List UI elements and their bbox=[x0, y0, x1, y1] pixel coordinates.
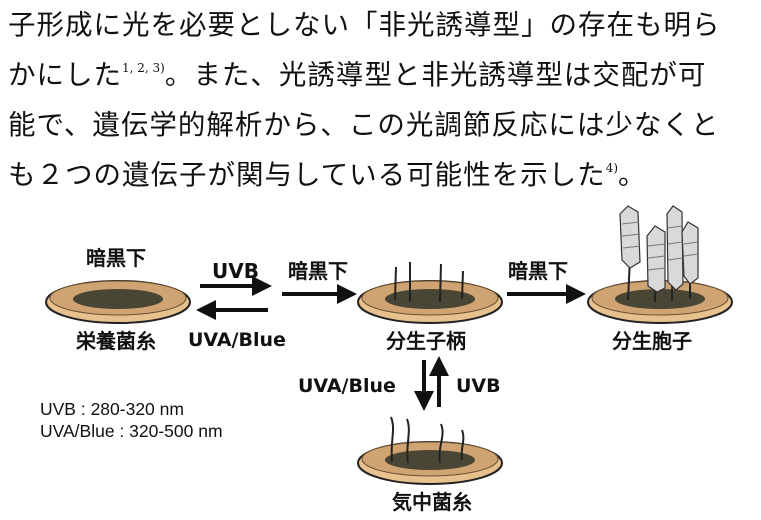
uvb-label-forward: UVB bbox=[212, 259, 259, 283]
paragraph-line-3: 能で、遺伝学的解析から、この光調節反応には少なくと bbox=[8, 109, 720, 141]
uva-blue-label-vertical: UVA/Blue bbox=[298, 375, 396, 397]
legend-uvb-range: UVB : 280-320 nm bbox=[40, 399, 184, 419]
petri-dish-conidiophores bbox=[357, 262, 503, 324]
reference-superscript-1-3: 1, 2, 3) bbox=[122, 61, 165, 75]
label-conidia: 分生胞子 bbox=[612, 329, 692, 353]
line4-text-b: 。 bbox=[618, 159, 647, 191]
conidia-segment-lines bbox=[621, 221, 699, 271]
aerial-hyphae-strands bbox=[390, 416, 465, 464]
darkness-label-top-left: 暗黒下 bbox=[86, 246, 146, 270]
darkness-label-right: 暗黒下 bbox=[508, 259, 568, 283]
arrows bbox=[196, 276, 586, 411]
petri-dish-conidia bbox=[587, 205, 733, 324]
uva-blue-label-reverse: UVA/Blue bbox=[188, 329, 286, 351]
legend-uva-blue-range: UVA/Blue : 320-500 nm bbox=[40, 421, 223, 441]
label-vegetative-hyphae: 栄養菌糸 bbox=[75, 329, 156, 353]
reference-superscript-4: 4) bbox=[605, 161, 619, 175]
conidiophore-stalks bbox=[394, 262, 464, 303]
body-paragraph: 子形成に光を必要としない「非光誘導型」の存在も明ら かにした1, 2, 3)。ま… bbox=[8, 0, 758, 200]
petri-dish-vegetative-hyphae bbox=[45, 280, 191, 324]
paragraph-line-1: 子形成に光を必要としない「非光誘導型」の存在も明ら bbox=[8, 9, 721, 41]
petri-dish-aerial-hyphae bbox=[357, 416, 503, 485]
paragraph-line-4: も２つの遺伝子が関与している可能性を示した4)。 bbox=[8, 150, 758, 200]
label-conidiophores: 分生子柄 bbox=[386, 329, 466, 353]
darkness-label-mid: 暗黒下 bbox=[288, 259, 348, 283]
line2-text-b: 。また、光誘導型と非光誘導型は交配が可 bbox=[164, 59, 707, 91]
paragraph-line-2: かにした1, 2, 3)。また、光誘導型と非光誘導型は交配が可 bbox=[8, 50, 758, 100]
line4-text-a: も２つの遺伝子が関与している可能性を示した bbox=[8, 159, 606, 191]
conidia-spore-chains bbox=[619, 205, 699, 293]
uvb-label-vertical: UVB bbox=[456, 375, 501, 397]
line2-text-a: かにした bbox=[8, 59, 122, 91]
label-aerial-hyphae: 気中菌糸 bbox=[392, 490, 472, 514]
